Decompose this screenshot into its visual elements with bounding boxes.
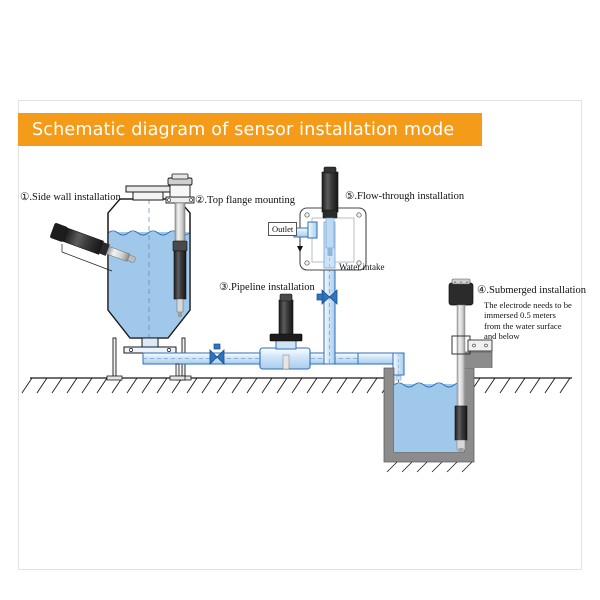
side-wall-sensor bbox=[50, 223, 136, 272]
ground-line bbox=[21, 377, 572, 394]
page-title: Schematic diagram of sensor installation… bbox=[32, 119, 455, 140]
title-banner: Schematic diagram of sensor installation… bbox=[18, 113, 482, 146]
submerged-sensor bbox=[448, 278, 493, 452]
submerged-depth-note: The electrode needs to be immersed 0.5 m… bbox=[484, 300, 572, 342]
valve-horizontal bbox=[209, 343, 225, 365]
label-water-intake: Water intake bbox=[339, 262, 385, 272]
pipeline-sensor-assembly bbox=[259, 293, 311, 370]
label-pipeline-installation: ③.Pipeline installation bbox=[219, 282, 315, 293]
main-pipe-run bbox=[142, 343, 359, 381]
label-outlet: Outlet bbox=[268, 222, 298, 236]
top-flange-sensor bbox=[165, 173, 195, 317]
label-submerged-installation: ④.Submerged installation bbox=[477, 285, 586, 296]
valve-riser bbox=[316, 289, 338, 305]
riser-pipe bbox=[316, 258, 338, 365]
flow-through-unit bbox=[293, 166, 367, 271]
label-top-flange-mounting: ②.Top flange mounting bbox=[195, 195, 295, 206]
label-flow-through-installation: ⑤.Flow-through installation bbox=[345, 191, 465, 202]
label-side-wall-installation: ①.Side wall installation bbox=[20, 192, 121, 203]
